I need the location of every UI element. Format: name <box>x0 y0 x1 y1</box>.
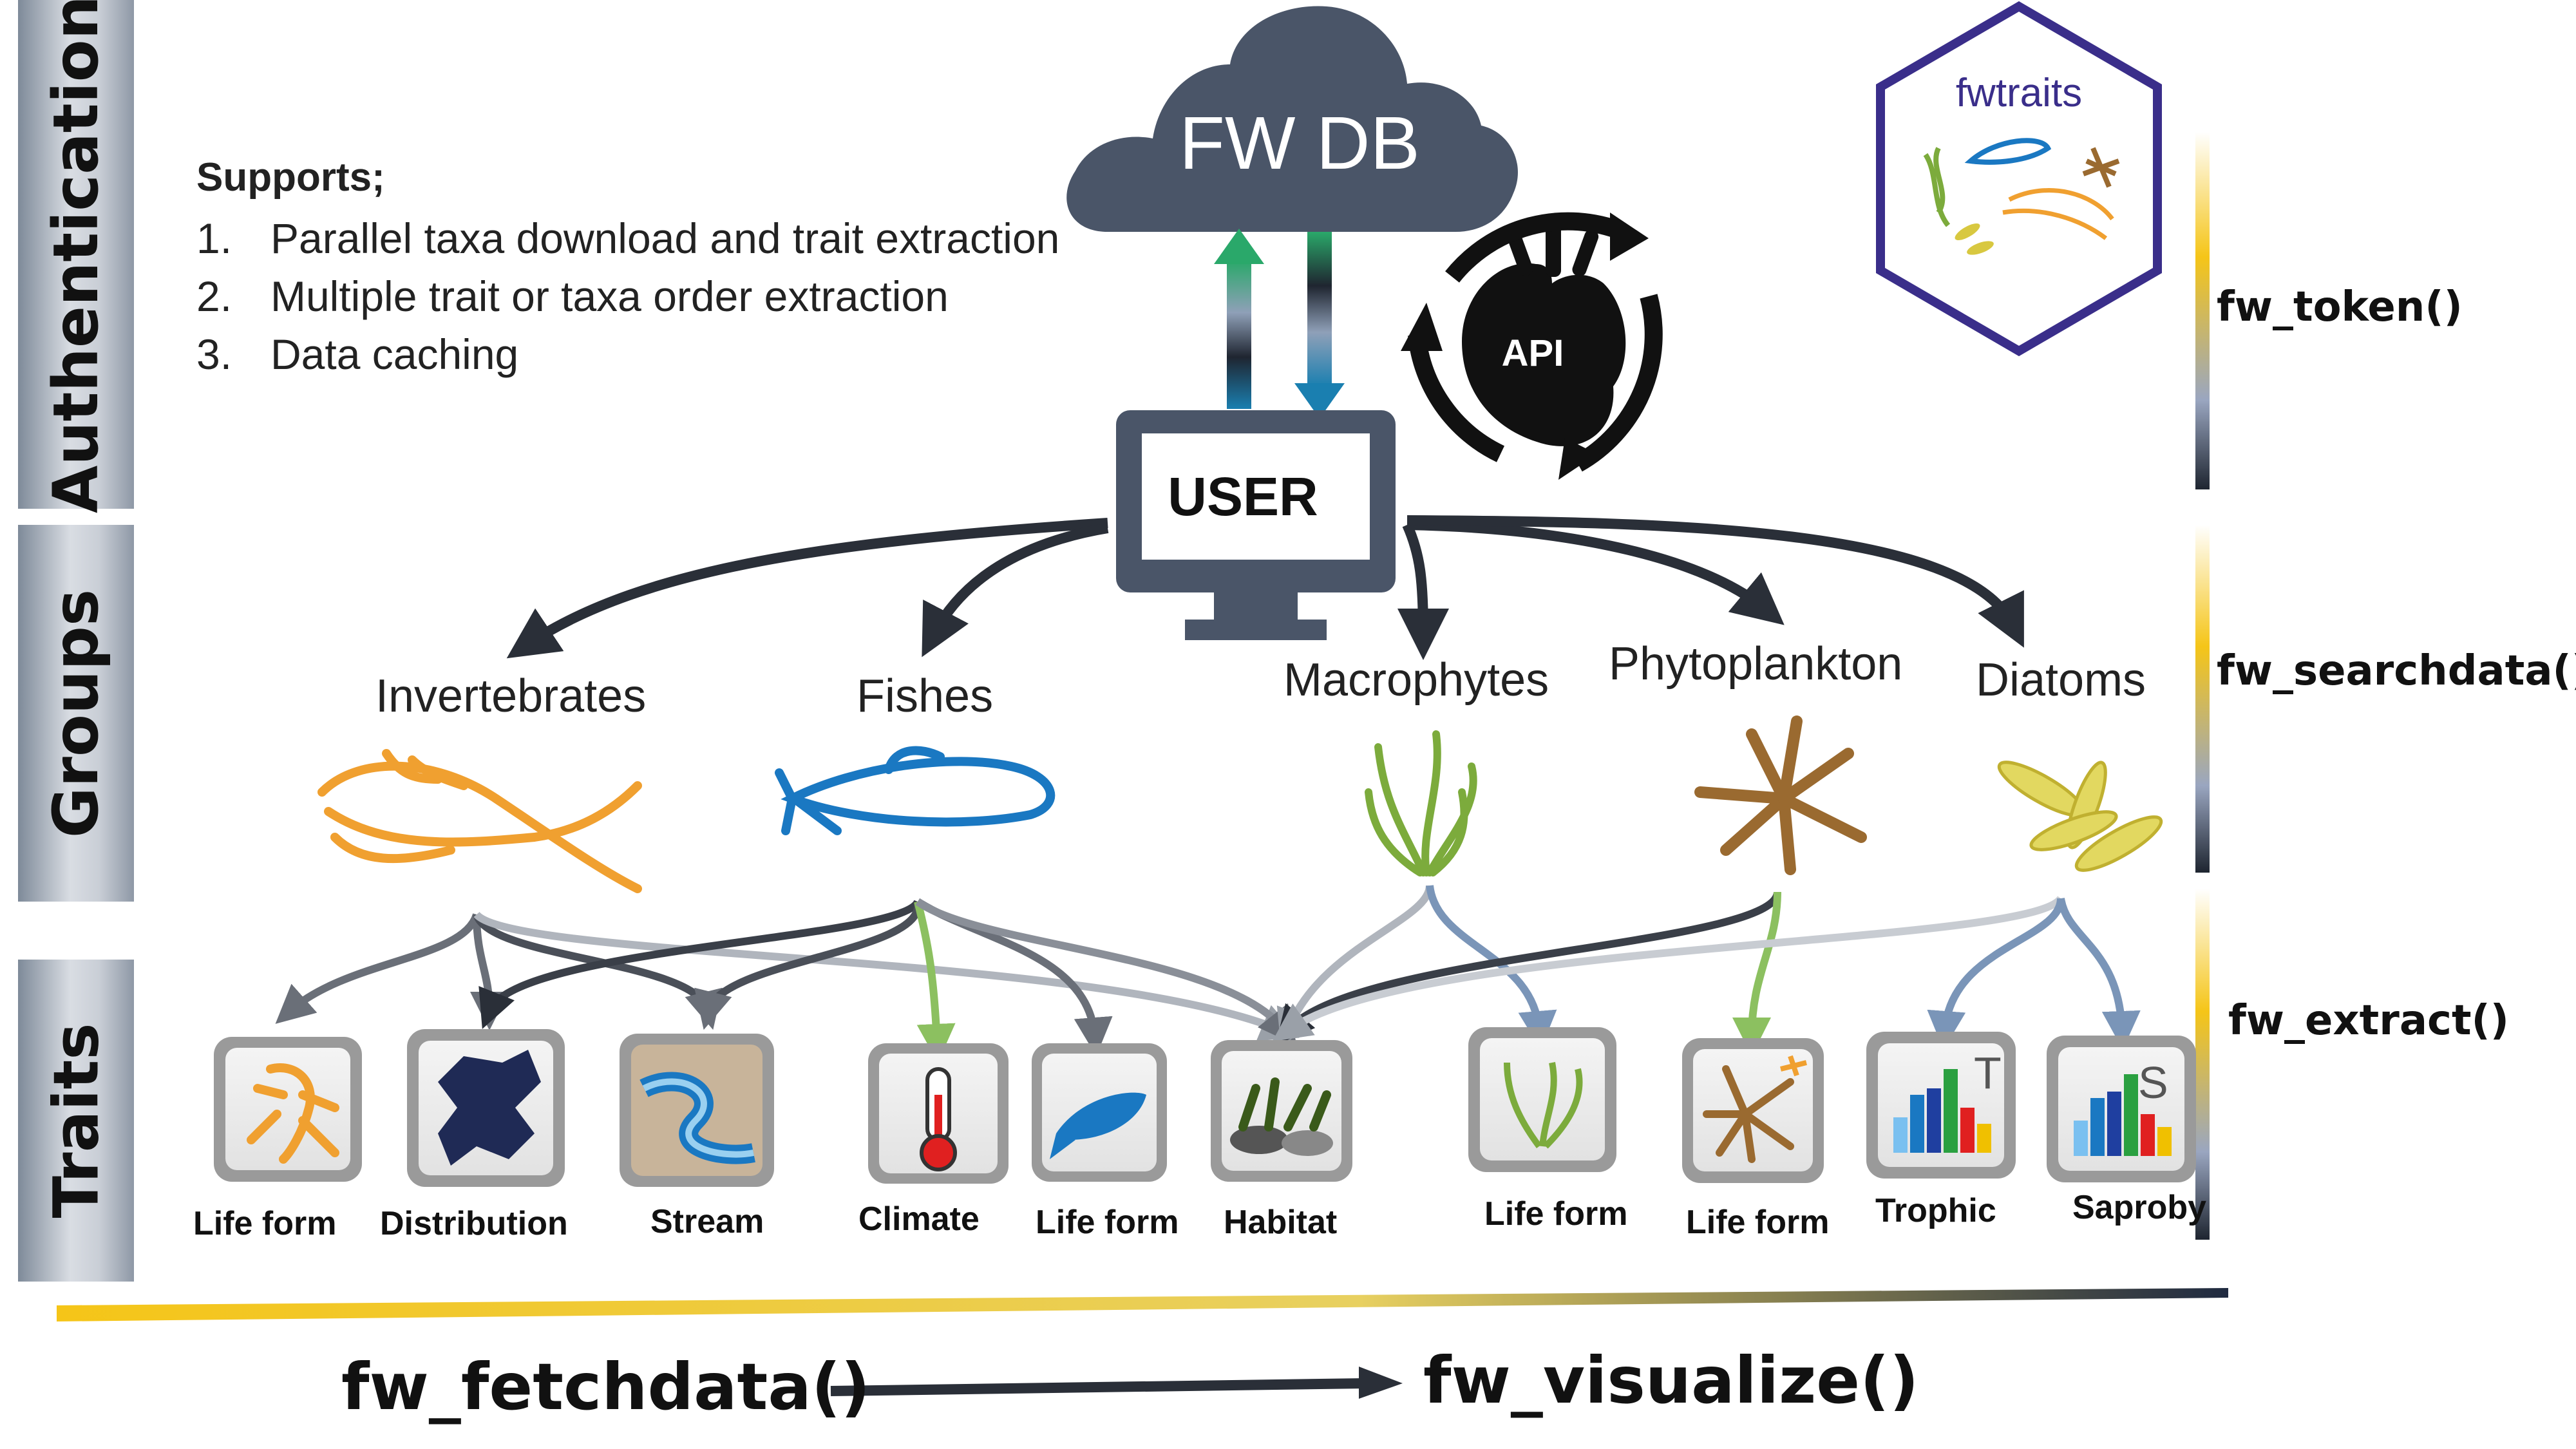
trait-tile-saproby <box>2047 1036 2196 1182</box>
fw-token-label: fw_token() <box>2217 283 2463 331</box>
side-gradient-bars <box>2195 132 2210 1240</box>
trait-label: Habitat <box>1224 1204 1338 1241</box>
trait-label: Life form <box>1686 1204 1830 1241</box>
supports-item: 1. Parallel taxa download and trait extra… <box>196 209 1059 267</box>
supports-item: 3. Data caching <box>196 325 1059 383</box>
diatom-icon <box>1997 761 2163 872</box>
trait-label: Trophic <box>1875 1192 1996 1229</box>
group-label: Invertebrates <box>375 670 647 722</box>
phytoplankton-icon <box>1694 715 1867 875</box>
fetch-to-visualize-arrow <box>830 1367 1403 1399</box>
trait-label: Life form <box>193 1205 337 1242</box>
user-computer-icon <box>1116 410 1396 640</box>
invertebrate-icon <box>317 749 642 893</box>
trophic-icon-letter: T <box>1974 1048 2002 1098</box>
cloud-label: FW DB <box>1179 101 1420 185</box>
macrophyte-icon <box>1365 730 1477 876</box>
trait-label: Stream <box>650 1203 764 1240</box>
supports-item-number: 3. <box>196 330 232 378</box>
group-label: Macrophytes <box>1283 654 1549 706</box>
user-label: USER <box>1168 466 1318 527</box>
trait-tile-climate <box>868 1043 1009 1184</box>
supports-title: Supports; <box>196 155 385 200</box>
saproby-icon-letter: S <box>2138 1057 2168 1108</box>
trait-tile-stream <box>620 1034 774 1187</box>
fw-visualize-label: fw_visualize() <box>1423 1343 1919 1418</box>
trait-label: Distribution <box>380 1205 568 1242</box>
trait-tile-lifeform-phyto <box>1682 1038 1824 1183</box>
trait-label: Life form <box>1036 1204 1179 1241</box>
trait-tile-distribution <box>407 1029 565 1187</box>
supports-item: 2. Multiple trait or taxa order extractio… <box>196 267 1059 325</box>
trait-tile-lifeform-invert <box>214 1037 362 1182</box>
supports-item-number: 2. <box>196 272 232 320</box>
supports-item-text: Data caching <box>270 330 519 378</box>
api-icon <box>1401 212 1663 480</box>
fish-icon <box>775 746 1056 835</box>
trait-label: Climate <box>858 1200 980 1238</box>
group-label: Phytoplankton <box>1609 638 1903 690</box>
groups-tab: Groups <box>18 525 134 902</box>
trait-tile-habitat <box>1211 1040 1352 1182</box>
fw-fetchdata-label: fw_fetchdata() <box>341 1349 871 1425</box>
supports-list: Supports; 1. Parallel taxa download and t… <box>196 155 1059 383</box>
trait-tile-lifeform-macrophyte <box>1468 1027 1616 1172</box>
supports-item-number: 1. <box>196 214 232 262</box>
supports-item-text: Parallel taxa download and trait extract… <box>270 214 1060 262</box>
workflow-baseline <box>57 1288 2228 1321</box>
logo-text: fwtraits <box>1956 71 2082 115</box>
group-label: Fishes <box>857 670 994 722</box>
fw-searchdata-label: fw_searchdata() <box>2217 647 2576 695</box>
fw-extract-label: fw_extract() <box>2228 997 2510 1045</box>
trait-tile-trophic <box>1866 1032 2016 1179</box>
traits-tab: Traits <box>18 960 134 1282</box>
trait-tile-lifeform-fish <box>1032 1043 1167 1182</box>
api-label: API <box>1502 332 1564 374</box>
user-to-groups-arrows <box>506 515 2024 660</box>
trait-label: Life form <box>1484 1195 1628 1233</box>
groups-to-traits-arrows <box>275 885 2141 1063</box>
data-exchange-arrows <box>1214 229 1345 419</box>
trait-label: Saproby <box>2072 1189 2207 1226</box>
fwtraits-logo <box>1876 1 2162 357</box>
authentication-tab: Authentication <box>18 0 134 513</box>
database-cloud-icon <box>1066 6 1518 232</box>
group-label: Diatoms <box>1976 654 2146 706</box>
supports-item-text: Multiple trait or taxa order extraction <box>270 272 949 320</box>
